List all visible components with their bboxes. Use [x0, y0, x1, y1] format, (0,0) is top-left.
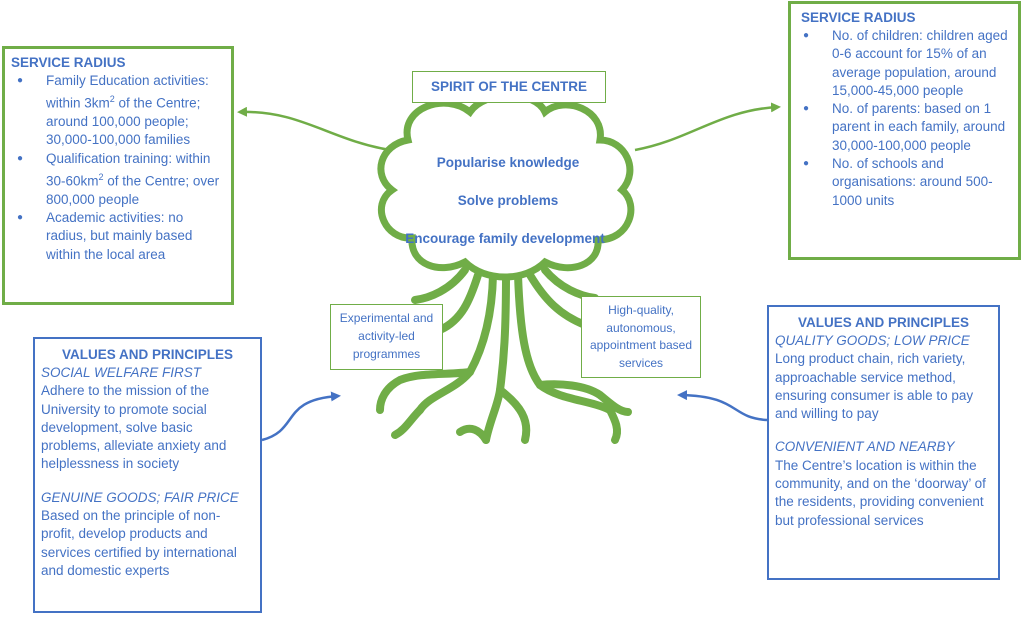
left-service-item: ●Academic activities: no radius, but mai… — [17, 210, 193, 262]
right-values-title: VALUES AND PRINCIPLES — [797, 315, 970, 330]
left-service-title: SERVICE RADIUS — [11, 55, 126, 70]
tree-message-3: Encourage family development — [405, 231, 605, 246]
tree-canopy — [377, 92, 635, 281]
spirit-title-box: SPIRIT OF THE CENTRE — [412, 71, 606, 103]
right-values-body-2: The Centre’s location is within the comm… — [775, 457, 986, 528]
left-values-body-2: Based on the principle of non-profit, de… — [41, 508, 237, 578]
right-service-item: ●No. of children: children aged 0-6 acco… — [803, 28, 1008, 98]
right-values-box: VALUES AND PRINCIPLES QUALITY GOODS; LOW… — [767, 305, 1000, 580]
label-high-quality: High-quality, autonomous, appointment ba… — [589, 303, 693, 370]
right-values-heading-2: CONVENIENT AND NEARBY — [775, 439, 955, 455]
right-values-heading-1: QUALITY GOODS; LOW PRICE — [775, 333, 970, 348]
left-values-heading-1: SOCIAL WELFARE FIRST — [41, 365, 202, 380]
left-values-box: VALUES AND PRINCIPLES SOCIAL WELFARE FIR… — [33, 337, 262, 613]
right-service-radius-box: SERVICE RADIUS ●No. of children: childre… — [788, 1, 1021, 260]
tree-trunk-roots — [376, 266, 632, 444]
arrow-to-left-service — [237, 106, 391, 152]
label-high-quality-box: High-quality, autonomous, appointment ba… — [581, 296, 701, 378]
right-service-list: ●No. of children: children aged 0-6 acco… — [797, 27, 1012, 210]
right-values-body-1: Long product chain, rich variety, approa… — [775, 351, 974, 422]
left-values-body-1: Adhere to the mission of the University … — [41, 383, 227, 472]
label-experimental-box: Experimental and activity-led programmes — [330, 304, 443, 370]
arrow-from-right-values — [677, 390, 768, 422]
left-service-radius-box: SERVICE RADIUS ●Family Education activit… — [2, 46, 234, 305]
left-values-title: VALUES AND PRINCIPLES — [61, 347, 234, 362]
right-service-item: ●No. of parents: based on 1 parent in ea… — [803, 101, 1006, 153]
tree-message-1: Popularise knowledge — [436, 155, 580, 170]
tree-message-2: Solve problems — [457, 193, 559, 208]
left-values-heading-2: GENUINE GOODS; FAIR PRICE — [41, 489, 239, 505]
left-service-list: ●Family Education activities: within 3km… — [11, 72, 225, 264]
spirit-title: SPIRIT OF THE CENTRE — [430, 79, 587, 94]
label-experimental: Experimental and activity-led programmes — [339, 311, 434, 361]
left-service-item: ●Family Education activities: within 3km… — [17, 73, 209, 148]
left-service-item: ●Qualification training: within 30-60km2… — [17, 150, 220, 207]
right-service-title: SERVICE RADIUS — [801, 10, 916, 25]
right-service-item: ●No. of schools and organisations: aroun… — [803, 156, 993, 208]
arrow-to-right-service — [634, 102, 781, 152]
arrow-from-left-values — [261, 391, 341, 442]
